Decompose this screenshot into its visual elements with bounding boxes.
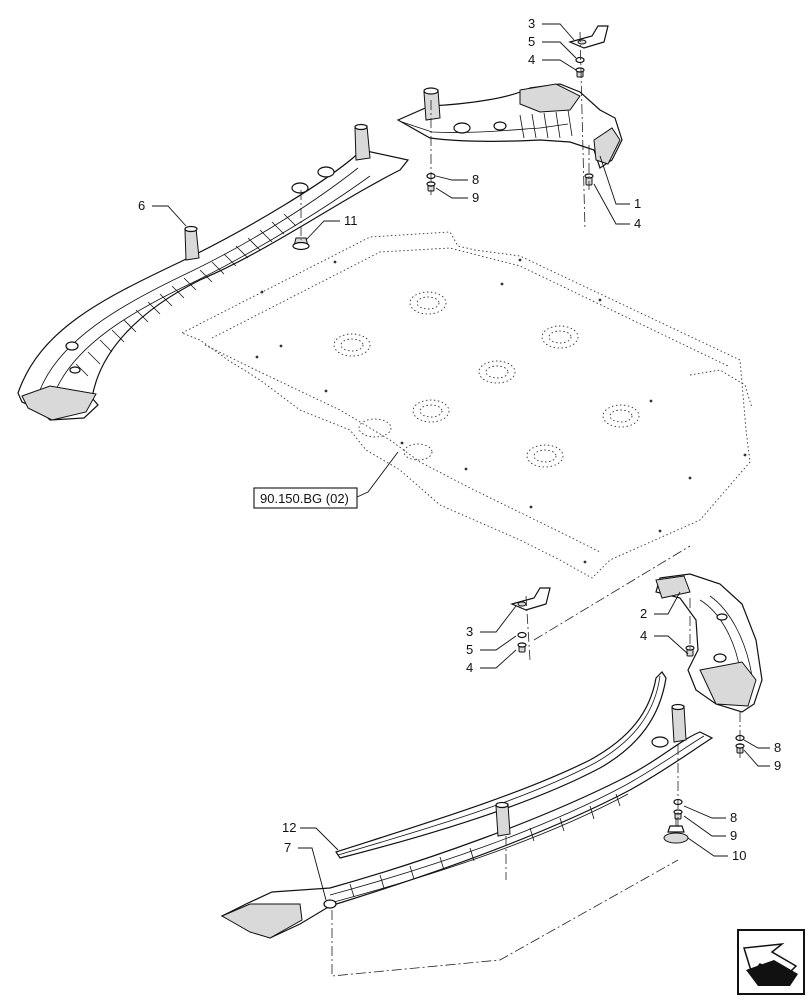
callout-7: 7: [284, 840, 291, 855]
callout-4-top: 4: [528, 52, 535, 67]
callout-5-mid: 5: [466, 642, 473, 657]
floor-trim-left: [17, 123, 410, 421]
callout-3-mid: 3: [466, 624, 473, 639]
callout-4-right: 4: [634, 216, 641, 231]
callout-9-top: 9: [472, 190, 479, 205]
callout-8-r1: 8: [774, 740, 781, 755]
callout-8-r2: 8: [730, 810, 737, 825]
callout-5-top: 5: [528, 34, 535, 49]
alignment-centerlines: [300, 31, 741, 977]
weather-strip-12: [335, 671, 667, 859]
callout-10: 10: [732, 848, 746, 863]
callout-9-r2: 9: [730, 828, 737, 843]
callout-4-mid2: 4: [466, 660, 473, 675]
callout-11: 11: [344, 213, 358, 228]
callout-2: 2: [640, 606, 647, 621]
wheel-cover-lower: [655, 573, 763, 713]
mounting-foot-10: [663, 818, 689, 844]
callout-1: 1: [634, 196, 641, 211]
callout-6: 6: [138, 198, 145, 213]
fastener-clip-11: [292, 237, 310, 251]
previous-page-arrow-icon[interactable]: [737, 929, 805, 995]
floor-panel-reference: [180, 231, 753, 579]
reference-label[interactable]: 90.150.BG (02): [260, 491, 349, 506]
floor-trim-right: [220, 703, 714, 939]
callout-9-r1: 9: [774, 758, 781, 773]
callout-12: 12: [282, 820, 296, 835]
callout-8-top: 8: [472, 172, 479, 187]
callout-labels: 3 5 4 8 9 1 4 6 11 2 4 3 5 4 8 9 8 9 10 …: [138, 16, 781, 863]
callout-3-top: 3: [528, 16, 535, 31]
callout-leaders: [152, 23, 770, 901]
wheel-cover-upper: [396, 83, 623, 169]
bracket-hardware-mid: [510, 587, 745, 820]
cross-reference-link[interactable]: 90.150.BG (02): [253, 487, 358, 509]
callout-4-mid: 4: [640, 628, 647, 643]
